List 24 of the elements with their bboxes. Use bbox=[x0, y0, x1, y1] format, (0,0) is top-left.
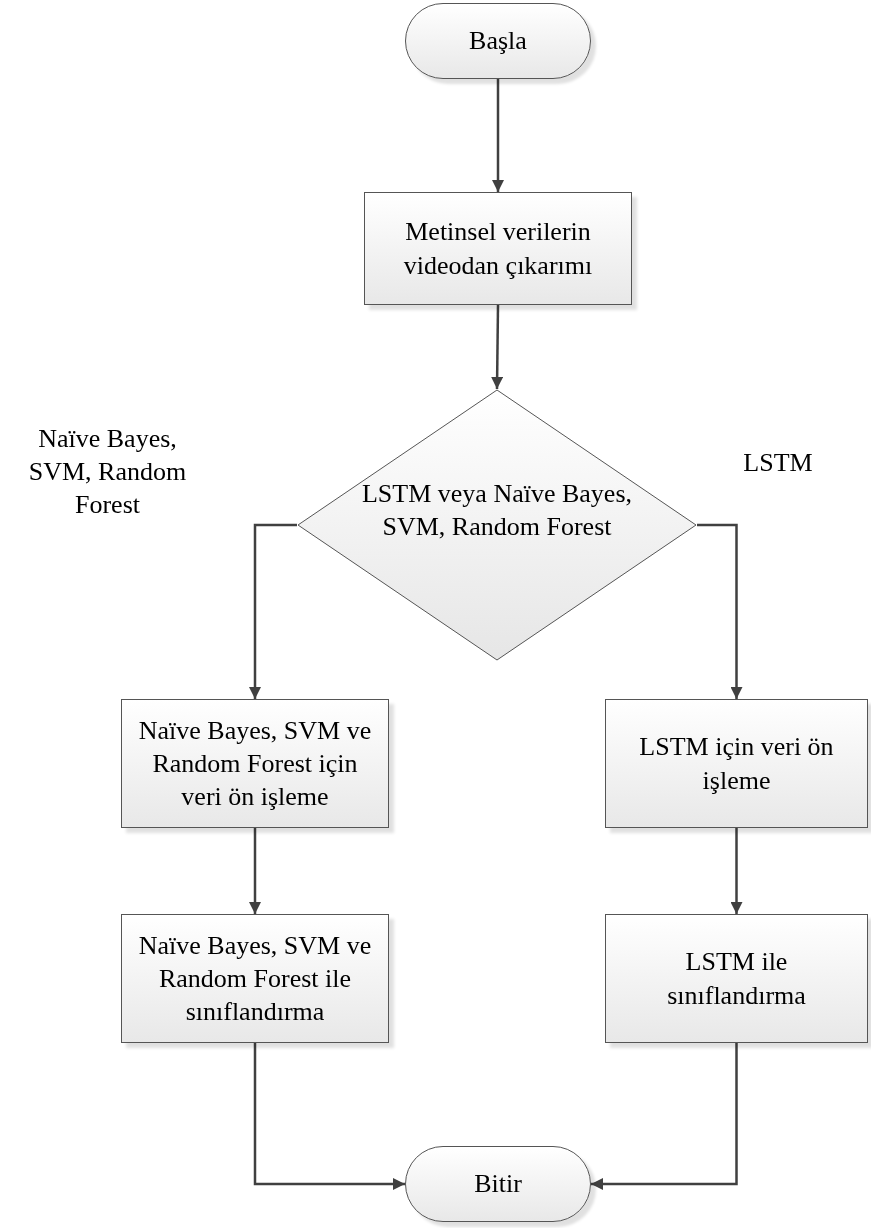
decision-diamond bbox=[297, 389, 697, 661]
node-text: LSTM için veri ön işleme bbox=[638, 731, 835, 797]
end-terminator bbox=[405, 1146, 591, 1222]
process-box bbox=[364, 192, 632, 305]
node-text: LSTM veya Naïve Bayes, SVM, Random Forest bbox=[360, 478, 633, 543]
arrow bbox=[591, 1043, 738, 1190]
node-text: Naïve Bayes, SVM ve Random Forest ile sınıflandırma bbox=[137, 929, 373, 1028]
process-box bbox=[605, 914, 868, 1043]
arrow bbox=[730, 828, 743, 914]
arrow bbox=[253, 1043, 405, 1190]
node-text: Naïve Bayes, SVM ve Random Forest için veri ön işleme bbox=[137, 714, 373, 813]
arrow bbox=[697, 523, 743, 699]
node-text: LSTM ile sınıflandırma bbox=[666, 946, 807, 1012]
node-text: Bitir bbox=[474, 1168, 522, 1201]
arrow bbox=[491, 305, 504, 389]
node-text: Metinsel verilerin videodan çıkarımı bbox=[402, 216, 594, 282]
process-box bbox=[121, 699, 389, 828]
start-terminator bbox=[405, 3, 591, 79]
process-box bbox=[605, 699, 868, 828]
arrow bbox=[492, 79, 504, 192]
arrow bbox=[249, 828, 261, 914]
node-text: Başla bbox=[469, 25, 527, 58]
arrow bbox=[249, 523, 297, 699]
process-box bbox=[121, 914, 389, 1043]
